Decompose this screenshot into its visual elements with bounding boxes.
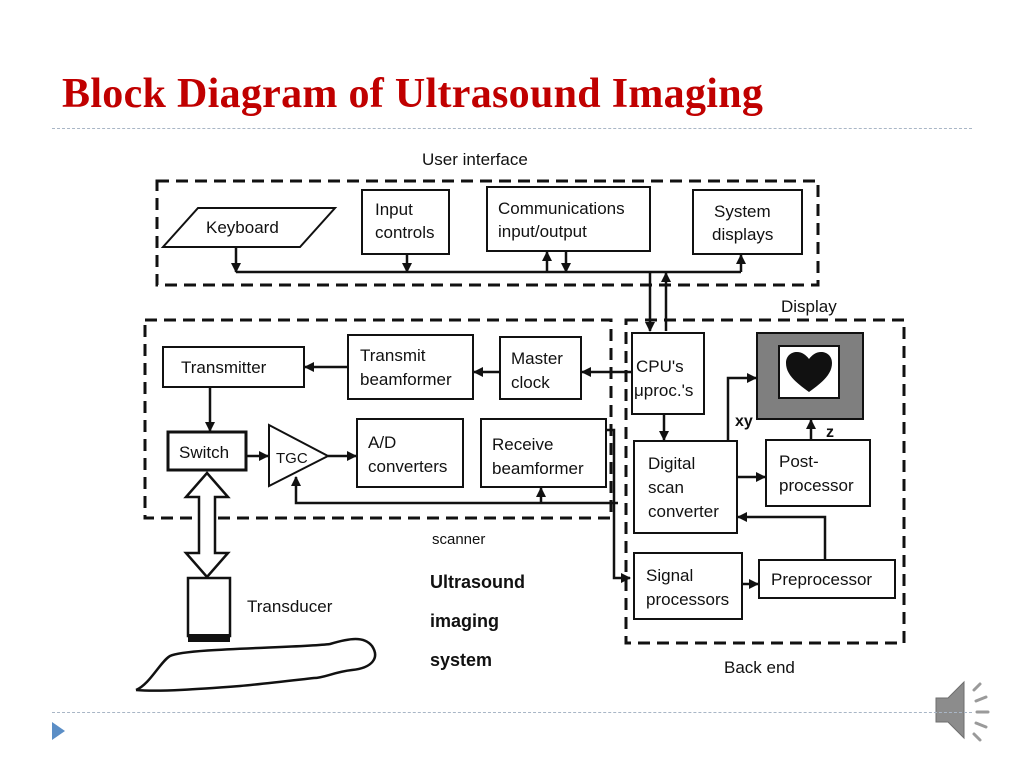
ad-converters-text-1: A/D [368, 433, 396, 452]
digital-scan-converter-text-3: converter [648, 502, 719, 521]
receive-beamformer-text-2: beamformer [492, 459, 584, 478]
post-processor-text-1: Post- [779, 452, 819, 471]
system-displays-text-2: displays [712, 225, 773, 244]
cpu-block [631, 332, 705, 415]
footer-divider [52, 712, 972, 713]
digital-scan-converter-block [633, 440, 738, 534]
switch-block [166, 430, 248, 472]
keyboard-block [160, 207, 338, 248]
z-label: z [826, 424, 834, 441]
heart-icon [786, 352, 832, 392]
master-clock-text-2: clock [511, 373, 550, 392]
communications-text-2: input/output [498, 222, 587, 241]
communications-text-1: Communications [498, 199, 625, 218]
cpu-text-1: CPU's [636, 357, 684, 376]
transmit-beamformer-block [347, 334, 474, 400]
post-processor-text-2: processor [779, 476, 854, 495]
system-name-line-3: system [430, 650, 492, 670]
system-name-line-1: Ultrasound [430, 572, 525, 592]
title-divider [52, 128, 972, 129]
switch-transducer-double-arrow [183, 471, 231, 579]
play-triangle-icon[interactable] [52, 722, 65, 740]
transducer-body [186, 576, 232, 638]
preprocessor-block [758, 559, 896, 599]
system-name-line-2: imaging [430, 611, 499, 631]
input-controls-text-1: Input [375, 200, 413, 219]
post-processor-block [765, 439, 871, 507]
scanner-label: scanner [432, 531, 485, 548]
xy-label: xy [735, 413, 753, 430]
slide-title: Block Diagram of Ultrasound Imaging [62, 71, 764, 117]
patient-body-outline [135, 637, 377, 692]
transmit-beamformer-text-2: beamformer [360, 370, 452, 389]
digital-scan-converter-text-1: Digital [648, 454, 695, 473]
back-end-label: Back end [724, 658, 795, 677]
keyboard-text: Keyboard [206, 218, 279, 237]
signal-processors-text-2: processors [646, 590, 729, 609]
control-to-tgc-arrow [291, 476, 618, 505]
transducer-face [188, 634, 230, 642]
input-controls-block [361, 189, 450, 255]
cpu-text-2: μproc.'s [634, 381, 693, 400]
user-interface-label: User interface [422, 150, 528, 169]
display-label: Display [781, 297, 837, 316]
master-clock-text-1: Master [511, 349, 563, 368]
signal-processors-block [633, 552, 743, 620]
ad-converters-block [356, 418, 464, 488]
preprocessor-text: Preprocessor [771, 570, 872, 589]
back-end-group [624, 318, 906, 645]
receive-beamformer-block [480, 418, 607, 488]
transmitter-block [162, 346, 305, 388]
signal-processors-text-1: Signal [646, 566, 693, 585]
system-displays-block [692, 189, 803, 255]
switch-text: Switch [179, 443, 229, 462]
tgc-text: TGC [276, 450, 308, 467]
scanner-group [143, 318, 613, 520]
input-controls-text-2: controls [375, 223, 435, 242]
transmitter-text: Transmitter [181, 358, 267, 377]
communications-block [486, 186, 651, 252]
tgc-amplifier-block [268, 423, 331, 488]
receive-beamformer-to-signal-processors-arrow [606, 428, 631, 583]
scan-converter-to-display-xy-arrow [726, 373, 757, 441]
transmit-beamformer-text-1: Transmit [360, 346, 426, 365]
user-interface-group [155, 179, 820, 287]
preprocessor-to-scan-converter-arrow [737, 512, 827, 560]
ad-converters-text-2: converters [368, 457, 447, 476]
master-clock-block [499, 336, 582, 400]
digital-scan-converter-text-2: scan [648, 478, 684, 497]
transducer-label: Transducer [247, 597, 333, 616]
receive-beamformer-text-1: Receive [492, 435, 553, 454]
system-displays-text-1: System [714, 202, 771, 221]
speaker-icon[interactable] [935, 680, 990, 742]
